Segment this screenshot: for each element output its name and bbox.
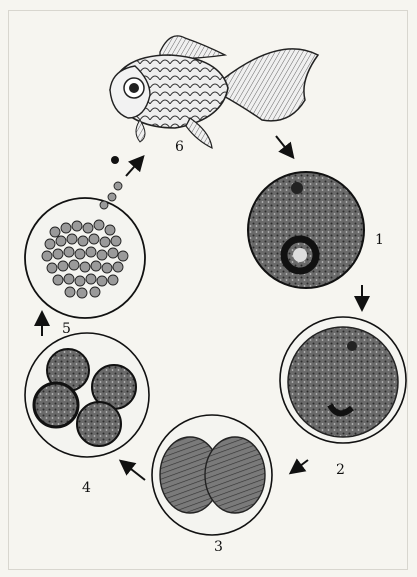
stage-4-four-cell: [25, 333, 149, 457]
arrow-5-to-6: [126, 158, 142, 176]
arrow-6-to-1: [276, 136, 292, 156]
stage-3-two-cell: [152, 415, 272, 535]
arrow-2-to-3: [292, 460, 308, 472]
stage-label-3: 3: [214, 539, 223, 555]
arrow-3-to-4: [122, 462, 145, 480]
stage-label-6: 6: [175, 139, 184, 155]
stage-1-egg: [248, 172, 364, 288]
stage-label-2: 2: [336, 462, 345, 478]
stage-5-morula: [25, 156, 145, 318]
stage-label-1: 1: [375, 232, 384, 248]
stage-label-5: 5: [62, 321, 71, 337]
stage-label-4: 4: [82, 480, 91, 496]
goldfish-illustration: [110, 36, 318, 148]
stage-2-egg: [280, 317, 406, 443]
